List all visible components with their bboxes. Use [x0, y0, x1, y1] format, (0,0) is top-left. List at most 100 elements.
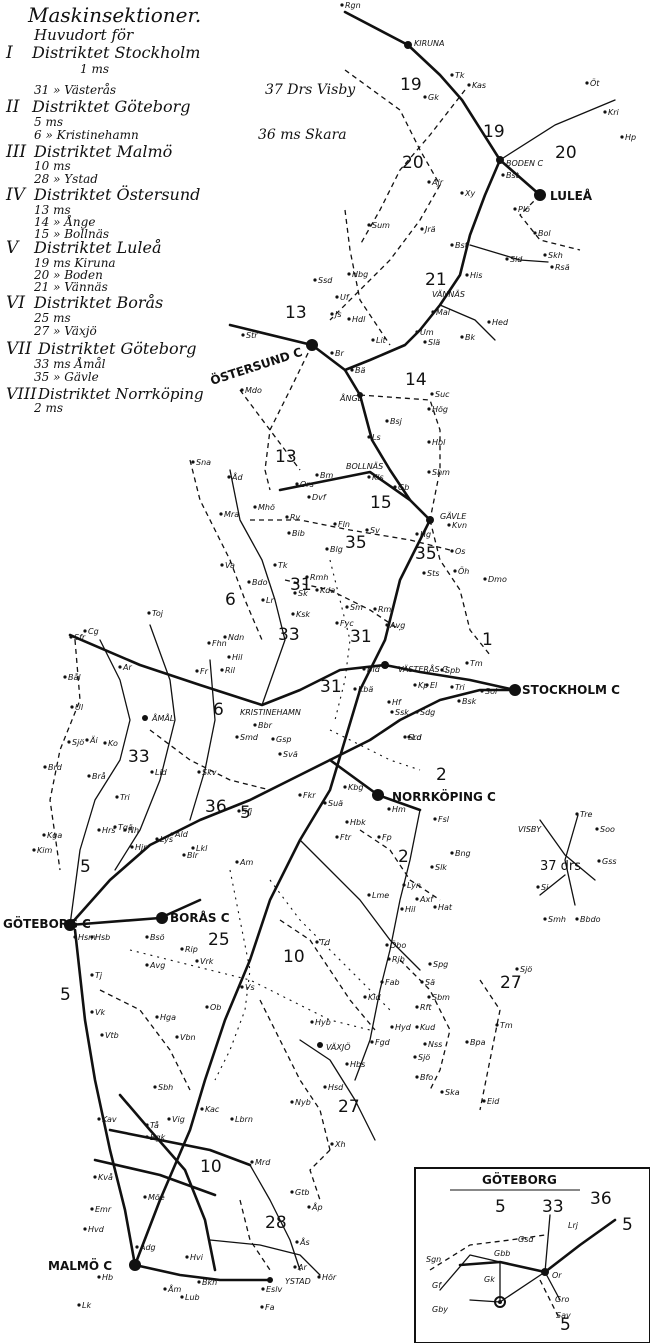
- station-label: Srd: [408, 733, 422, 742]
- station-marker: [291, 612, 295, 616]
- station-marker: [457, 699, 461, 703]
- station-marker: [83, 629, 87, 633]
- legend-row: 19 ms Kiruna: [34, 256, 116, 270]
- line-west-1: [69, 639, 131, 926]
- station-marker: [293, 1265, 297, 1269]
- station-label: Sol: [485, 687, 498, 696]
- legend-row: 31 » Västerås: [34, 82, 116, 97]
- station-marker: [385, 623, 389, 627]
- legend-row: 25 ms: [33, 311, 71, 325]
- station-label: Avg: [389, 621, 405, 630]
- station-marker: [385, 419, 389, 423]
- legend-subtitle: Huvudort för: [33, 26, 134, 44]
- station-marker: [290, 1190, 294, 1194]
- station-label: Bpa: [470, 1038, 486, 1047]
- station-label: Ob: [210, 1003, 221, 1012]
- station-label: Gtb: [295, 1188, 309, 1197]
- station-label: Avg: [149, 961, 165, 970]
- station-marker: [87, 774, 91, 778]
- station-label: Gk: [428, 93, 439, 102]
- station-marker: [240, 985, 244, 989]
- station-label: His: [470, 271, 482, 280]
- railway-lines: [68, 10, 616, 1282]
- station-label: Gss: [602, 857, 617, 866]
- city-label-kiruna: KIRUNA: [414, 39, 444, 48]
- station-marker: [155, 837, 159, 841]
- station-marker: [32, 848, 36, 852]
- station-label: Str: [246, 331, 258, 340]
- station-marker: [235, 860, 239, 864]
- line-kiruna-east: [499, 99, 616, 161]
- station-label: Fyc: [340, 619, 354, 628]
- city-label-gavle: GÄVLE: [440, 511, 467, 521]
- station-label: Fp: [382, 833, 392, 842]
- station-marker: [315, 940, 319, 944]
- station-label: Sä: [425, 978, 435, 987]
- station-label: Xh: [334, 1140, 346, 1149]
- station-label: Bk: [465, 333, 475, 342]
- boundary: [359, 89, 466, 246]
- station-marker: [278, 752, 282, 756]
- boundary: [399, 959, 451, 1091]
- station-marker: [575, 812, 579, 816]
- station-label: Kda: [320, 586, 335, 595]
- station-marker: [430, 865, 434, 869]
- inset-number: 36: [590, 1189, 612, 1209]
- city-label-kristinehamn: KRISTINEHAMN: [240, 708, 301, 717]
- city-marker-stockholm: [509, 684, 521, 696]
- station-label: Åm: [167, 1283, 181, 1294]
- legend-roman: IV: [5, 185, 27, 205]
- district-boundary: [329, 729, 421, 771]
- station-marker: [235, 735, 239, 739]
- station-marker: [223, 635, 227, 639]
- station-marker: [115, 795, 119, 799]
- legend-roman: V: [6, 238, 20, 258]
- section-number: 27: [500, 973, 522, 993]
- boundary: [344, 209, 391, 346]
- station-marker: [253, 723, 257, 727]
- station-marker: [333, 522, 337, 526]
- line-north-branch-2: [439, 304, 496, 341]
- station-marker: [377, 835, 381, 839]
- city-label-vaxjo: VÄXJÖ: [326, 1042, 351, 1052]
- station-label: Sjö: [418, 1053, 430, 1062]
- station-label: Eid: [487, 1097, 500, 1106]
- city-label-vasteras: VÄSTERÅS C: [398, 663, 448, 674]
- station-label: Lub: [185, 1293, 200, 1302]
- station-marker: [415, 330, 419, 334]
- station-label: Si: [541, 883, 549, 892]
- legend-row: Distriktet Malmö: [33, 142, 172, 161]
- station-label: Öh: [458, 566, 469, 576]
- station-label: Sbm: [432, 993, 450, 1002]
- station-label: Eslv: [266, 1285, 282, 1294]
- station-label: Tre: [580, 810, 593, 819]
- station-marker: [145, 1135, 149, 1139]
- station-label: Ssd: [318, 276, 333, 285]
- boundary: [259, 999, 331, 1151]
- station-marker: [340, 3, 344, 7]
- station-marker: [298, 793, 302, 797]
- station-marker: [185, 1255, 189, 1259]
- station-label: Am: [239, 858, 253, 867]
- city-marker-vaxjo: [317, 1042, 323, 1048]
- station-label: Ås: [299, 1236, 310, 1247]
- city-label-amal: ÅMÅL: [151, 712, 174, 723]
- station-label: Blr: [187, 851, 199, 860]
- station-label: Ors: [300, 480, 314, 489]
- line-north-branch-1: [469, 244, 549, 263]
- city-marker-lulea: [534, 189, 546, 201]
- station-marker: [450, 549, 454, 553]
- section-number: 2: [398, 847, 409, 867]
- station-label: Jrä: [423, 225, 436, 234]
- section-number: 19: [400, 75, 422, 95]
- main-line-skane-grid-2: [93, 1158, 217, 1197]
- section-number: 10: [200, 1157, 222, 1177]
- station-label: Slä: [428, 338, 440, 347]
- station-label: Lys: [160, 835, 173, 844]
- city-marker-ystad: [267, 1277, 273, 1283]
- legend-roman: VII: [6, 339, 32, 359]
- station-marker: [423, 1042, 427, 1046]
- station-marker: [295, 482, 299, 486]
- station-marker: [97, 828, 101, 832]
- station-label: Åd: [231, 471, 243, 482]
